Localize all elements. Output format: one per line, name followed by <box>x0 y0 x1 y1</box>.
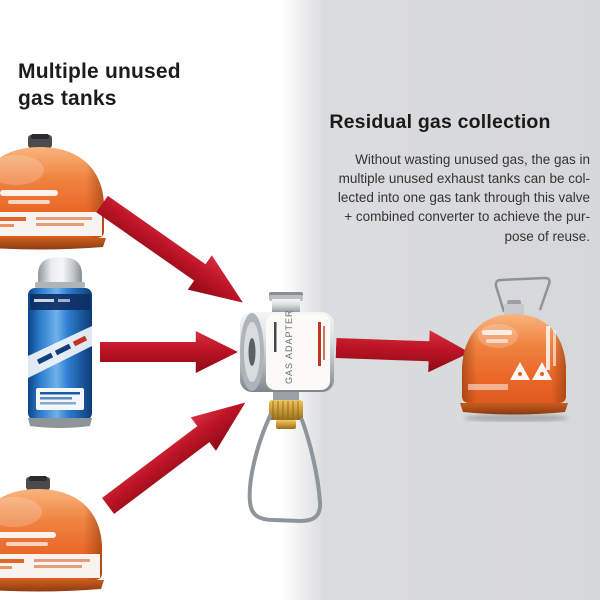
collection-tank-cap <box>504 304 524 315</box>
right-description: Without wasting unused gas, the gas in m… <box>337 152 590 244</box>
adapter-wire-stand <box>247 414 323 524</box>
arrow-bottom-tank-to-adapter <box>101 402 246 514</box>
gas-tank-blue-middle-icon <box>28 257 92 428</box>
arrow-adapter-to-collection-tank <box>335 330 470 373</box>
blue-tank-cap <box>38 257 82 284</box>
collection-tank-handle <box>494 276 551 313</box>
adapter-inlet-opening <box>248 338 256 366</box>
arrow-top-tank-to-adapter <box>96 195 243 303</box>
arrow-middle-tank-to-adapter <box>100 331 238 373</box>
left-heading: Multiple unused gas tanks <box>18 60 181 111</box>
gas-tank-orange-top-icon <box>0 134 110 254</box>
collection-tank-shadow <box>464 414 568 422</box>
adapter-label <box>266 314 330 390</box>
gas-adapter-valve-icon: GAS ADAPTER <box>240 292 334 524</box>
adapter-label-text: GAS ADAPTER <box>284 309 294 384</box>
adapter-top-port <box>272 299 300 314</box>
warning-triangle-icon <box>510 362 530 380</box>
gas-tank-orange-bottom-icon <box>0 476 108 596</box>
right-heading: Residual gas collection <box>329 111 551 133</box>
collection-tank-icon <box>460 276 568 422</box>
warning-triangle-icon <box>532 362 552 380</box>
